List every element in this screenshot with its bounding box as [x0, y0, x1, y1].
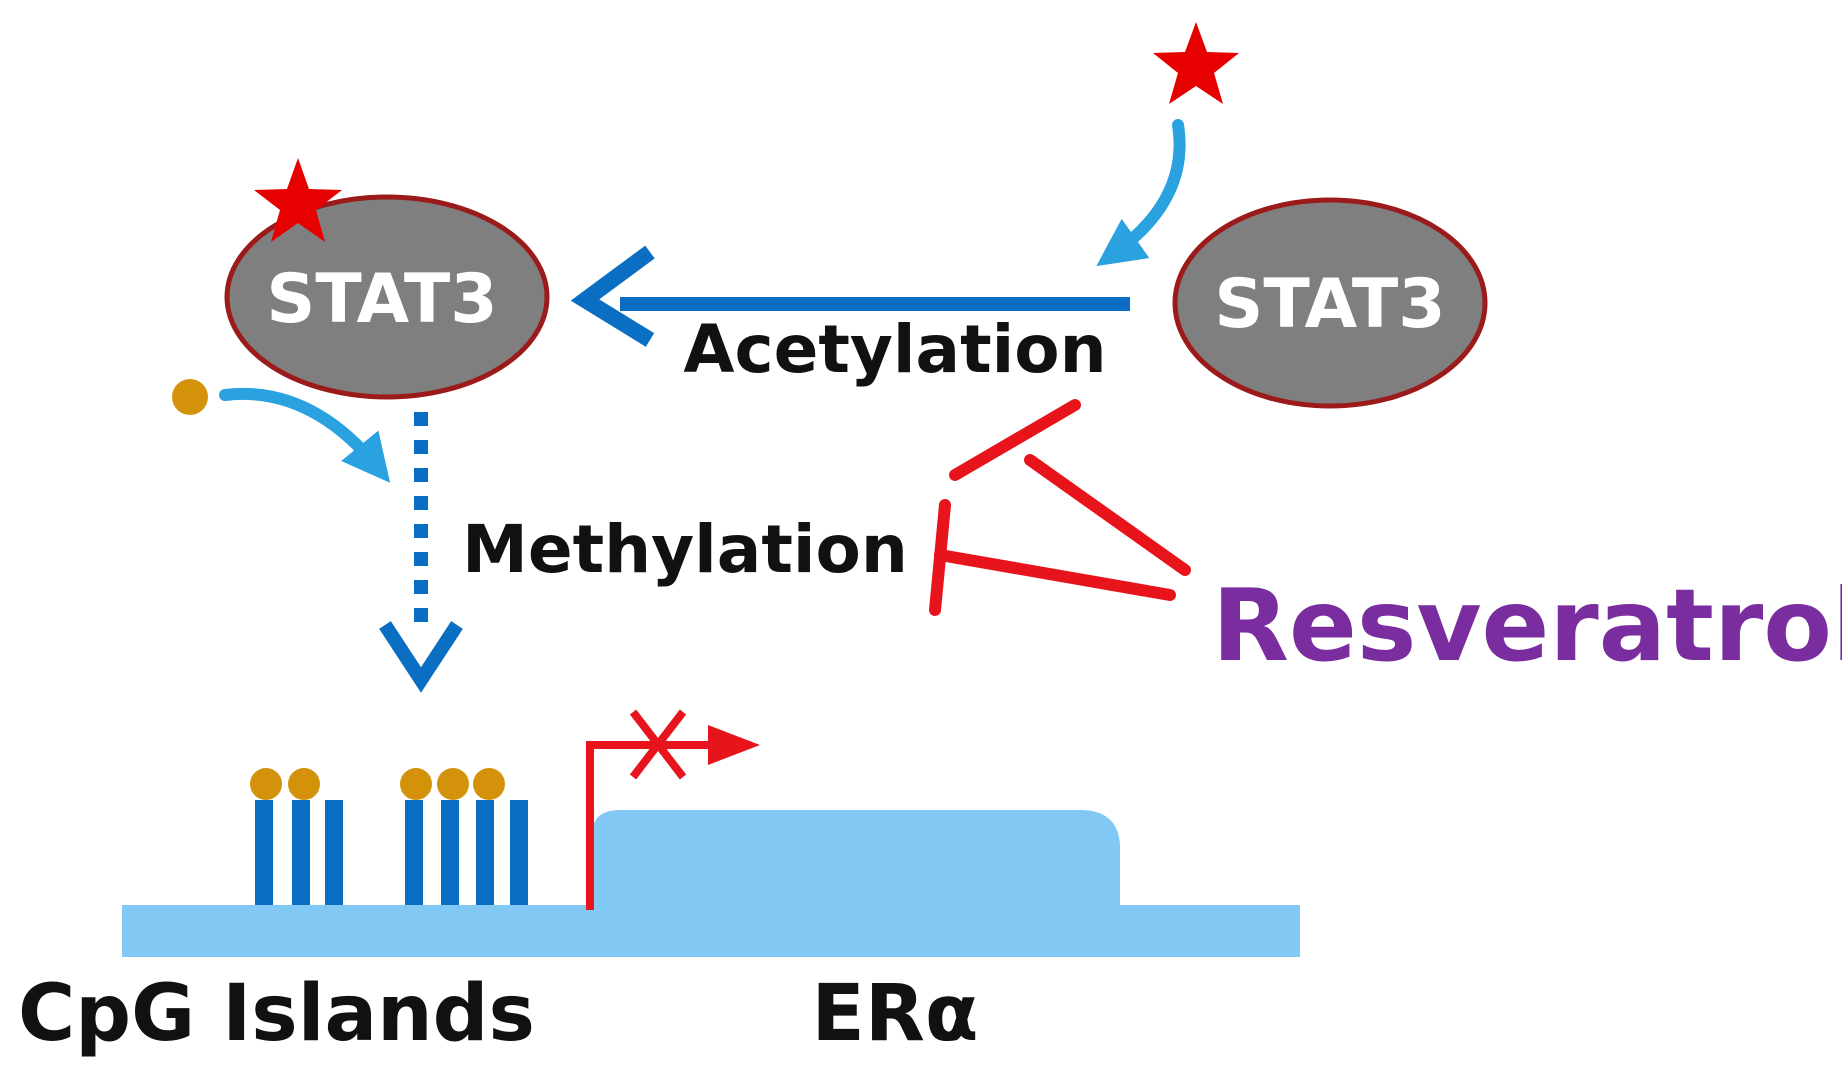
methyl-dot-icon	[437, 768, 469, 800]
acetyl-star-icon	[254, 158, 342, 242]
acetyl-transfer-arrow	[1096, 119, 1186, 267]
methylation-label: Methylation	[462, 511, 908, 588]
acetyl-star-icon	[1153, 22, 1239, 104]
era-gene-block	[592, 810, 1120, 910]
cpg-bar	[441, 800, 459, 905]
methyl-dot-icon	[172, 379, 208, 415]
cpg-bar	[292, 800, 310, 905]
cpg-bar	[510, 800, 528, 905]
cpg-bar	[325, 800, 343, 905]
acetylation-block-bar	[949, 399, 1081, 481]
resveratrol-label: Resveratrol	[1212, 567, 1842, 684]
stat3-unmodified: STAT3	[1172, 197, 1488, 409]
methylation-arrow	[379, 412, 463, 693]
methyl-dot-icon	[288, 768, 320, 800]
stat3-right-label: STAT3	[1214, 265, 1445, 344]
blocked-transcription-arrow	[586, 709, 760, 910]
cpg-bar	[476, 800, 494, 905]
methyl-dot-icon	[250, 768, 282, 800]
stat3-acetylated: STAT3	[224, 158, 550, 400]
methyl-dot-icon	[400, 768, 432, 800]
stat3-left-label: STAT3	[266, 260, 497, 339]
cpg-islands	[250, 768, 528, 905]
resveratrol-inhibition	[929, 399, 1191, 616]
methyl-dot-icon	[473, 768, 505, 800]
methylation-block-bar	[929, 499, 951, 616]
dna-baseline	[122, 905, 1300, 957]
cpg-bar	[255, 800, 273, 905]
acetylation-arrow	[570, 245, 1130, 347]
cpg-bar	[405, 800, 423, 905]
cpg-islands-label: CpG Islands	[18, 969, 535, 1059]
dna-strand	[122, 810, 1300, 957]
era-label: ERα	[812, 969, 979, 1059]
methyl-transfer-arrow	[219, 388, 391, 483]
acetylation-label: Acetylation	[683, 311, 1106, 388]
